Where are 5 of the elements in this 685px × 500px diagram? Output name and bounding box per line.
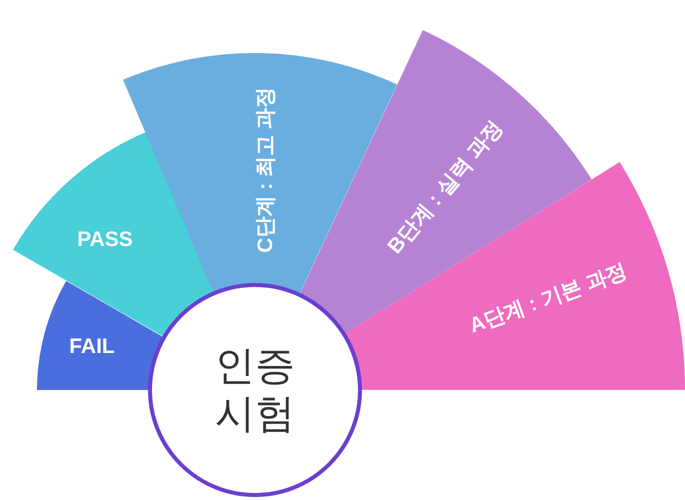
sector-label: C단계 : 최고 과정 bbox=[252, 87, 278, 253]
sector-label: PASS bbox=[77, 228, 133, 252]
sector-label: FAIL bbox=[69, 335, 115, 359]
center-title: 인증 시험 bbox=[214, 343, 296, 438]
sector-label: A단계 : 기본 과정 bbox=[465, 258, 631, 340]
